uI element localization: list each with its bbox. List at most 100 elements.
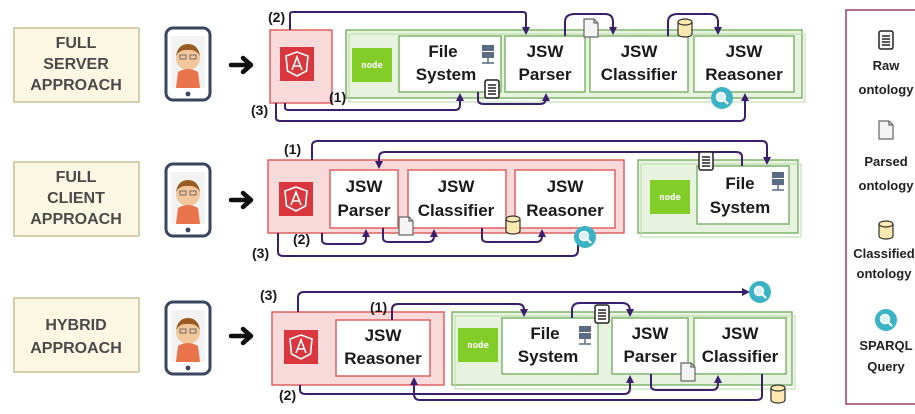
parsed-ontology-icon xyxy=(583,18,599,38)
legend-label: Raw xyxy=(873,58,901,73)
node-logo-icon: node xyxy=(650,180,690,214)
arrow-right-icon xyxy=(231,329,251,343)
legend-label: SPARQL xyxy=(859,338,912,353)
flow-arrow xyxy=(277,229,582,257)
row-full-server: node File System JSW Parser JSW Classifi… xyxy=(251,9,806,122)
node-logo-icon: node xyxy=(458,328,498,362)
component-label: Classifier xyxy=(418,201,495,220)
component-label: Classifier xyxy=(601,65,678,84)
flow-arrow xyxy=(481,228,546,243)
raw-ontology-icon xyxy=(698,151,714,171)
legend-label: Query xyxy=(867,359,905,374)
classified-ontology-icon xyxy=(677,18,693,38)
approach-label-line: CLIENT xyxy=(47,190,105,207)
svg-text:node: node xyxy=(361,61,383,71)
row-full-client: JSW Parser JSW Classifier JSW Reasoner n… xyxy=(252,140,802,261)
flow-arrow xyxy=(667,13,722,36)
component-label: JSW xyxy=(547,177,585,196)
angular-logo-icon xyxy=(279,46,315,82)
component-label: System xyxy=(416,65,476,84)
jsw-reasoner-box xyxy=(335,319,431,377)
component-label: JSW xyxy=(365,326,403,345)
component-label: System xyxy=(710,198,770,217)
flow-arrow xyxy=(382,228,438,243)
legend-label: ontology xyxy=(857,266,913,281)
step-label: (2) xyxy=(279,387,296,403)
sparql-query-icon xyxy=(709,85,735,111)
flow-arrow xyxy=(321,229,370,245)
angular-logo-icon xyxy=(278,181,314,217)
approach-label-line: APPROACH xyxy=(30,340,122,357)
jsw-classifier-box xyxy=(589,35,689,93)
flow-arrow xyxy=(275,93,749,122)
step-label: (1) xyxy=(329,89,346,105)
component-label: Parser xyxy=(519,65,572,84)
component-label: JSW xyxy=(346,177,384,196)
classified-ontology-icon xyxy=(770,384,786,404)
component-label: JSW xyxy=(632,324,670,343)
approach-label-line: APPROACH xyxy=(30,211,122,228)
classified-ontology-icon xyxy=(505,215,521,235)
flow-arrow xyxy=(299,375,634,395)
jsw-reasoner-box xyxy=(514,169,616,229)
component-label: JSW xyxy=(527,42,565,61)
component-label: JSW xyxy=(722,324,760,343)
arrow-right-icon xyxy=(231,58,251,72)
step-label: (3) xyxy=(251,102,268,118)
parsed-ontology-icon xyxy=(878,120,894,140)
step-label: (3) xyxy=(260,287,277,303)
flow-arrow xyxy=(311,140,771,165)
flow-arrow xyxy=(375,151,743,169)
tablet-icon xyxy=(164,300,212,376)
flow-arrow xyxy=(477,92,550,105)
sparql-query-icon xyxy=(572,224,598,250)
component-label: File xyxy=(428,42,457,61)
raw-ontology-icon xyxy=(878,30,894,50)
parsed-ontology-icon xyxy=(398,216,414,236)
step-label: (2) xyxy=(293,231,310,247)
component-label: File xyxy=(725,174,754,193)
file-system-box xyxy=(501,317,599,375)
arrow-right-icon xyxy=(231,193,251,207)
step-label: (1) xyxy=(370,299,387,315)
flow-arrow xyxy=(297,288,750,312)
svg-text:node: node xyxy=(659,193,681,203)
step-label: (3) xyxy=(252,245,269,261)
sparql-query-icon xyxy=(873,307,899,333)
legend-label: Classified xyxy=(853,246,914,261)
flow-arrow xyxy=(571,302,634,318)
component-label: Classifier xyxy=(702,347,779,366)
legend-label: Parsed xyxy=(864,154,907,169)
row-hybrid: JSW Reasoner node File System JSW Parser… xyxy=(260,279,796,404)
component-label: Reasoner xyxy=(705,65,783,84)
approach-label-hybrid: HYBRID APPROACH xyxy=(13,297,140,373)
component-label: Parser xyxy=(338,201,391,220)
legend-label: ontology xyxy=(859,82,915,97)
jsw-classifier-box xyxy=(407,169,507,229)
flow-arrow xyxy=(289,11,530,35)
approach-label-full-client: FULL CLIENT APPROACH xyxy=(13,161,140,237)
svg-text:node: node xyxy=(467,341,489,351)
approach-label-full-server: FULL SERVER APPROACH xyxy=(13,27,140,103)
flow-arrow xyxy=(391,303,528,320)
component-label: Reasoner xyxy=(344,349,422,368)
tablet-icon xyxy=(164,162,212,238)
tablet-icon xyxy=(164,26,212,102)
component-label: JSW xyxy=(438,177,476,196)
raw-ontology-icon xyxy=(594,304,610,324)
raw-ontology-icon xyxy=(484,79,500,99)
component-label: JSW xyxy=(621,42,659,61)
legend: Raw ontology Parsed ontology Classified … xyxy=(845,9,915,405)
classified-ontology-icon xyxy=(878,220,894,240)
approach-label-line: FULL xyxy=(56,169,97,186)
jsw-reasoner-box xyxy=(693,35,795,93)
jsw-parser-box xyxy=(504,35,586,93)
component-label: Parser xyxy=(624,347,677,366)
component-label: Reasoner xyxy=(526,201,604,220)
flow-arrow xyxy=(284,93,464,111)
parsed-ontology-icon xyxy=(680,362,696,382)
component-label: File xyxy=(530,324,559,343)
flow-arrow xyxy=(410,374,763,401)
approach-label-line: HYBRID xyxy=(45,317,106,334)
